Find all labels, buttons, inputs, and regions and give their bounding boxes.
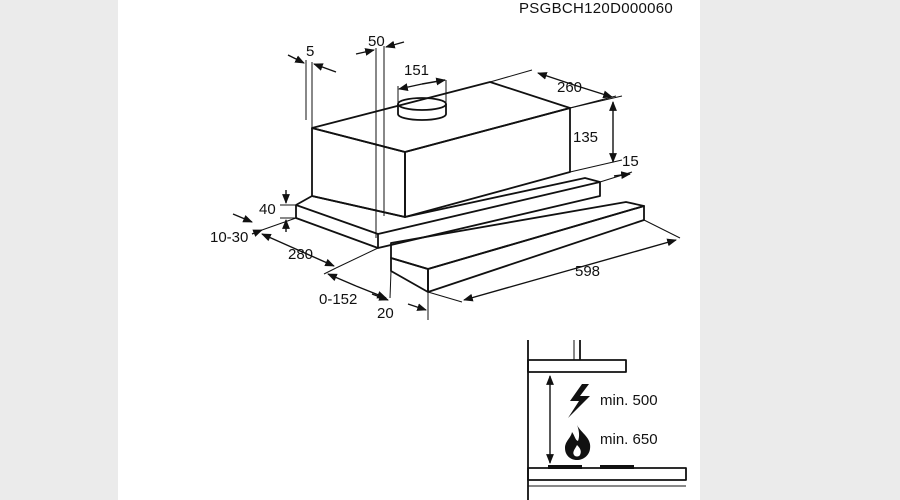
- dimension-280: 280: [257, 229, 379, 269]
- dimension-label: 20: [377, 305, 394, 322]
- dimension-50: 50: [355, 33, 405, 238]
- flame-icon: [565, 425, 591, 460]
- dimension-40: 40: [259, 190, 296, 232]
- dimension-label: 280: [288, 246, 313, 263]
- electric-clearance-label: min. 500: [600, 392, 658, 409]
- dimension-15: 15: [599, 153, 639, 183]
- dimension-label: 15: [622, 153, 639, 170]
- dimension-label: 0-152: [319, 291, 357, 308]
- dimension-5: 5: [287, 43, 337, 128]
- dimension-10-30: 10-30: [210, 213, 297, 246]
- dimension-20: 20: [371, 292, 429, 322]
- dimension-label: 50: [368, 33, 385, 50]
- gas-clearance-label: min. 650: [600, 431, 658, 448]
- drawing-panel: [118, 0, 700, 500]
- hood-body: [295, 81, 601, 249]
- dimension-label: 10-30: [210, 229, 248, 246]
- dimension-label: 260: [557, 79, 582, 96]
- dimension-label: 40: [259, 201, 276, 218]
- clearance-diagram: min. 500 min. 650: [527, 340, 687, 500]
- dimension-151: 151: [397, 62, 447, 104]
- product-code: PSGBCH120D000060: [519, 0, 673, 17]
- dimension-0-152: 0-152: [319, 267, 392, 308]
- dimension-label: 5: [306, 43, 314, 60]
- dimension-label: 151: [404, 62, 429, 79]
- dimension-598: 598: [427, 219, 681, 303]
- lightning-icon: [568, 384, 590, 418]
- dimension-135: 135: [569, 95, 623, 173]
- exhaust-collar: [397, 97, 447, 121]
- dimension-label: 598: [575, 263, 600, 280]
- dimension-label: 135: [573, 129, 598, 146]
